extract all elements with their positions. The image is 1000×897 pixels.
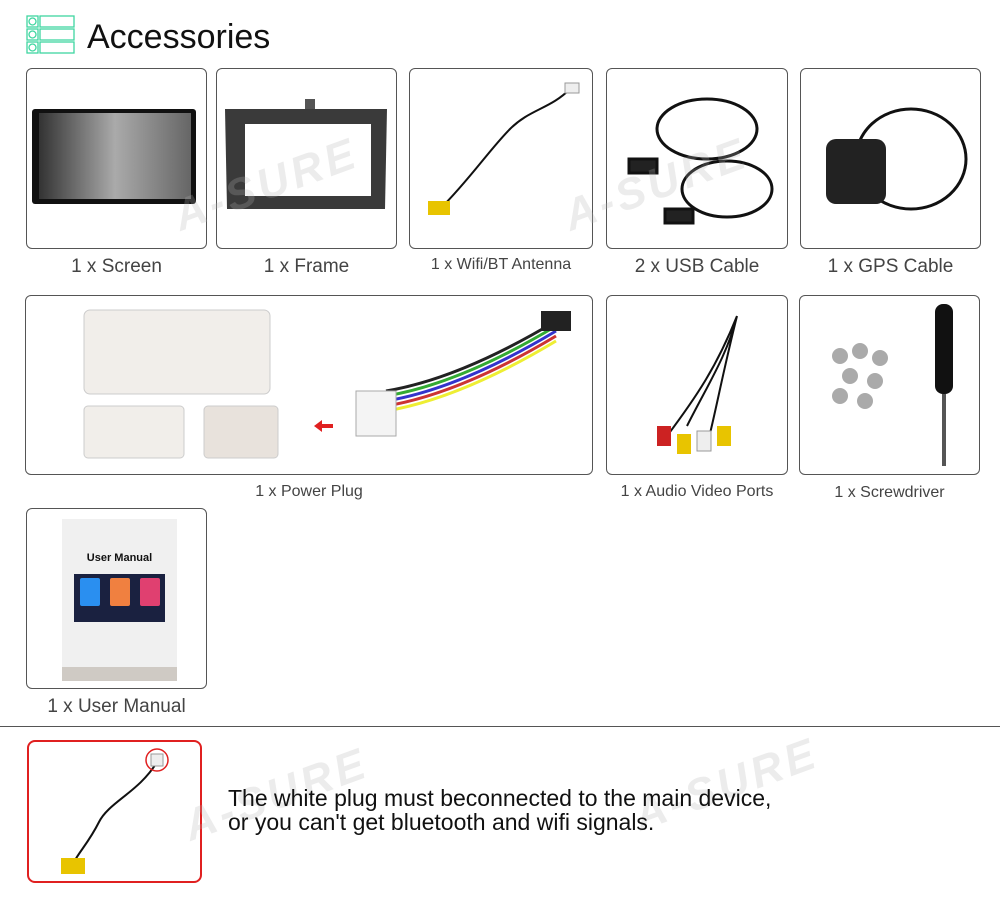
page-title: Accessories — [87, 18, 271, 56]
item-label: 1 x GPS Cable — [827, 256, 954, 277]
note-line-1: The white plug must beconnected to the m… — [228, 785, 772, 811]
item-label: 1 x Wifi/BT Antenna — [430, 256, 572, 273]
user-manual-image: User Manual — [26, 508, 207, 689]
screwdriver-image — [799, 295, 980, 475]
list-icon — [26, 15, 76, 55]
antenna-image — [409, 68, 593, 249]
item-label: 1 x Power Plug — [255, 483, 363, 500]
item-label: 1 x Frame — [263, 256, 350, 277]
note-text: The white plug must beconnected to the m… — [228, 786, 771, 834]
screen-image — [26, 68, 207, 249]
item-label: 1 x Audio Video Ports — [620, 483, 774, 500]
divider — [0, 726, 1000, 727]
item-label: 1 x Screen — [71, 256, 162, 277]
manual-cover-title: User Manual — [86, 552, 153, 564]
note-line-2: or you can't get bluetooth and wifi sign… — [228, 809, 655, 835]
item-label: 2 x USB Cable — [634, 256, 760, 277]
item-label: 1 x User Manual — [47, 696, 186, 717]
usb-cable-image — [606, 68, 788, 249]
item-label: 1 x Screwdriver — [834, 484, 945, 501]
power-plug-image — [25, 295, 593, 475]
gps-cable-image — [800, 68, 981, 249]
antenna-plug-highlight — [27, 740, 202, 883]
frame-image — [216, 68, 397, 249]
audio-video-ports-image — [606, 295, 788, 475]
